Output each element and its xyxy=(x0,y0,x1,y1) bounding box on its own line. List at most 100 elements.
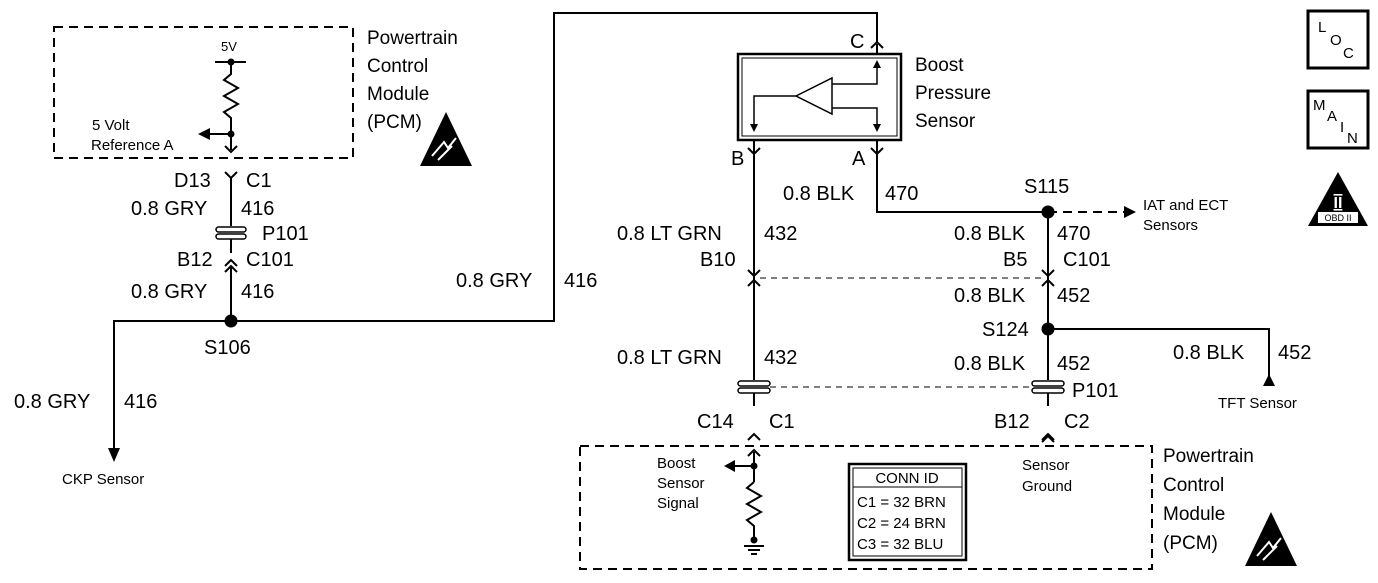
pcm-top-title-3: Module xyxy=(367,84,429,105)
sensor-pin-b: B xyxy=(731,148,744,170)
ref-label-2: Reference A xyxy=(91,137,174,154)
pull-down-resistor xyxy=(744,481,764,538)
pcm-bottom-title-1: Powertrain xyxy=(1163,446,1254,467)
left-circuit: D13 C1 0.8 GRY 416 P101 B12 C101 0.8 GRY… xyxy=(14,12,878,488)
wire-color-416-a: 0.8 GRY xyxy=(131,198,207,220)
ckp-wire-num: 416 xyxy=(124,391,157,413)
signal-wire-num-a: 432 xyxy=(764,223,797,245)
ground-wire-color-b: 0.8 BLK xyxy=(954,223,1026,245)
p101-signal-connector-icon xyxy=(737,380,771,387)
ground-wire-num-c: 452 xyxy=(1057,285,1090,307)
main-icon[interactable]: M A I N xyxy=(1306,89,1370,150)
iat-label-2: Sensors xyxy=(1143,217,1198,234)
pcm-bottom-boundary xyxy=(579,445,1153,570)
sensor-pin-c: C xyxy=(850,31,864,53)
ground-wire-num-d: 452 xyxy=(1057,353,1090,375)
tft-wire-num: 452 xyxy=(1278,342,1311,364)
p101-ground-connector-icon xyxy=(1031,380,1065,387)
wire-num-416-b: 416 xyxy=(241,281,274,303)
pin-b5: B5 xyxy=(1003,249,1027,271)
ground-wire-color-c: 0.8 BLK xyxy=(954,285,1026,307)
loc-letter-l: L xyxy=(1318,19,1326,36)
tft-arrow-icon xyxy=(1263,374,1275,386)
c101-label-right: C101 xyxy=(1063,249,1111,271)
p101-connector-icon xyxy=(215,226,247,233)
pcm-signal-label-1: Boost xyxy=(657,455,696,472)
pin-b12-right: B12 xyxy=(994,411,1030,433)
splice-s115-label: S115 xyxy=(1024,176,1069,198)
pull-up-resistor xyxy=(221,62,241,150)
obd-mark: II xyxy=(1334,195,1343,212)
pcm-bottom-module: Powertrain Control Module (PCM) Boost Se… xyxy=(579,434,1297,570)
ref-arrow-icon xyxy=(198,128,210,140)
ground-wire-color-d: 0.8 BLK xyxy=(954,353,1026,375)
pin-c14: C14 xyxy=(697,411,734,433)
wire-color-416-b: 0.8 GRY xyxy=(131,281,207,303)
obd-text: OBD II xyxy=(1324,213,1351,223)
pcm-top-5v-label: 5V xyxy=(221,39,237,54)
ground-wire-num-b: 470 xyxy=(1057,223,1090,245)
loc-icon[interactable]: L O C xyxy=(1306,9,1370,70)
sensor-name-3: Sensor xyxy=(915,111,976,132)
iat-arrow-icon xyxy=(1124,206,1136,218)
conn-c2-label: C2 xyxy=(1064,411,1090,433)
signal-wire-color-b: 0.8 LT GRN xyxy=(617,347,722,369)
pin-b10: B10 xyxy=(700,249,736,271)
ground-wire-color-a: 0.8 BLK xyxy=(783,183,855,205)
connector-c1-icon xyxy=(224,171,238,180)
ckp-wire-color: 0.8 GRY xyxy=(14,391,90,413)
pcm-top-module: Powertrain Control Module (PCM) 5V 5 Vol… xyxy=(53,26,472,166)
sensor-name-2: Pressure xyxy=(915,83,991,104)
main-letter-a: A xyxy=(1327,108,1337,125)
pcm-signal-label-2: Sensor xyxy=(657,475,705,492)
ground-wire-num-a: 470 xyxy=(885,183,918,205)
main-letter-m: M xyxy=(1313,97,1326,114)
p101-label-right: P101 xyxy=(1072,380,1119,402)
ref-label-1: 5 Volt xyxy=(92,117,130,134)
conn-id-row: C1 = 32 BRN xyxy=(857,494,946,511)
ground-circuit: 0.8 BLK 470 S115 IAT and ECT Sensors 0.8… xyxy=(760,154,1311,441)
sensor-name-1: Boost xyxy=(915,55,964,76)
iat-label-1: IAT and ECT xyxy=(1143,197,1228,214)
boost-pressure-sensor: C Boost Pressure Sensor B A xyxy=(731,31,991,170)
loc-letter-c: C xyxy=(1343,45,1354,62)
conn-id-row: C3 = 32 BLU xyxy=(857,536,943,553)
p101-label-left: P101 xyxy=(262,223,309,245)
pin-b12-left: B12 xyxy=(177,249,213,271)
pcm-ground-label-1: Sensor xyxy=(1022,457,1070,474)
pcm-top-title-2: Control xyxy=(367,56,428,77)
splice-s106-label: S106 xyxy=(204,337,251,359)
pcm-bottom-title-3: Module xyxy=(1163,504,1225,525)
splice-s124-label: S124 xyxy=(982,319,1029,341)
pcm-top-title-4: (PCM) xyxy=(367,112,422,133)
sensor-body xyxy=(736,52,903,142)
conn-c1-signal: C1 xyxy=(769,411,795,433)
signal-arrow-icon xyxy=(724,460,735,472)
pcm-signal-label-3: Signal xyxy=(657,495,699,512)
long-wire-color: 0.8 GRY xyxy=(456,270,532,292)
pcm-bottom-title-4: (PCM) xyxy=(1163,533,1218,554)
pin-c-connector-icon xyxy=(870,40,884,49)
pcm-top-boundary xyxy=(53,26,354,159)
pcm-ground-label-2: Ground xyxy=(1022,478,1072,495)
main-letter-n: N xyxy=(1347,130,1358,147)
wire-num-416-a: 416 xyxy=(241,198,274,220)
ckp-sensor-label: CKP Sensor xyxy=(62,471,144,488)
loc-letter-o: O xyxy=(1330,32,1342,49)
esd-warning-icon-bottom xyxy=(1245,512,1297,566)
conn-id-title: CONN ID xyxy=(875,470,939,487)
signal-wire-color-a: 0.8 LT GRN xyxy=(617,223,722,245)
amplifier-icon xyxy=(794,76,833,116)
main-letter-i: I xyxy=(1340,119,1344,136)
tft-wire-color: 0.8 BLK xyxy=(1173,342,1245,364)
pcm-top-title-1: Powertrain xyxy=(367,28,458,49)
signal-circuit-432: 0.8 LT GRN 432 B10 0.8 LT GRN 432 C14 C1 xyxy=(617,154,797,441)
wire-416-to-sensor xyxy=(231,12,878,322)
obd-ii-icon[interactable]: II OBD II xyxy=(1308,172,1368,226)
conn-id-table: CONN ID C1 = 32 BRN C2 = 24 BRN C3 = 32 … xyxy=(847,462,968,562)
sensor-pin-a: A xyxy=(852,148,866,170)
signal-wire-num-b: 432 xyxy=(764,347,797,369)
c101-label-left: C101 xyxy=(246,249,294,271)
ckp-arrow-icon xyxy=(108,448,120,462)
